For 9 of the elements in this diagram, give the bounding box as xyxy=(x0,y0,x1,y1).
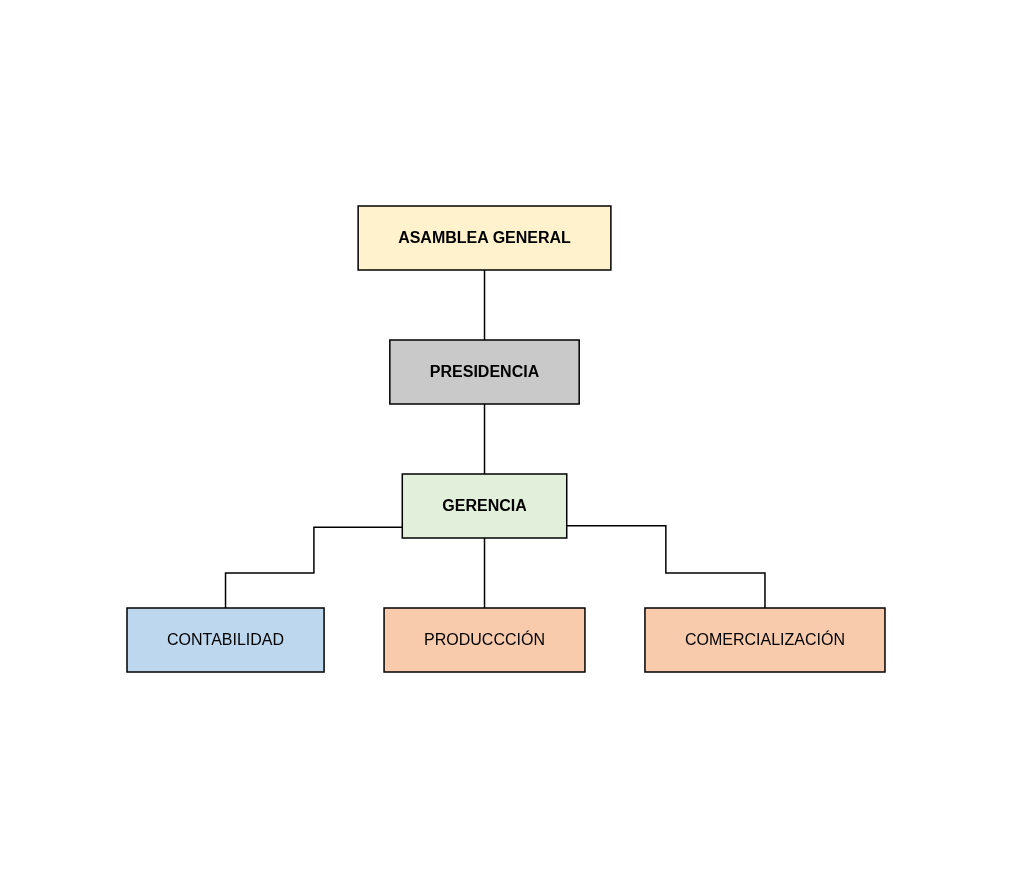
connector xyxy=(483,403,485,475)
node-box: PRESIDENCIA xyxy=(388,339,580,405)
node-box: ASAMBLEA GENERAL xyxy=(356,205,612,271)
connector xyxy=(483,269,485,341)
node-box: GERENCIA xyxy=(401,473,567,539)
connector xyxy=(483,537,485,609)
node-box: CONTABILIDAD xyxy=(125,607,325,673)
node-box: COMERCIALIZACIÓN xyxy=(643,607,886,673)
node-box: PRODUCCCIÓN xyxy=(382,607,586,673)
